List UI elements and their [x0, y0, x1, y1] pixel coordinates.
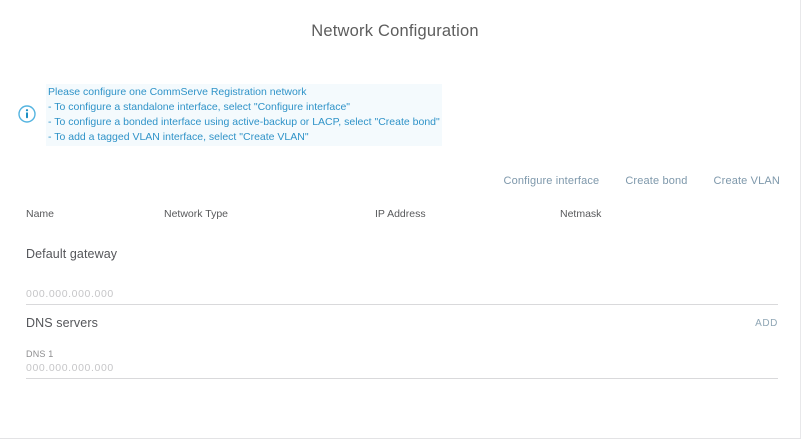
column-header-netmask: Netmask [560, 208, 602, 220]
create-vlan-link[interactable]: Create VLAN [713, 175, 780, 187]
dns-servers-heading: DNS servers [26, 316, 98, 330]
info-banner: Please configure one CommServe Registrat… [18, 84, 778, 146]
info-circle-icon [18, 105, 36, 123]
table-action-links: Configure interface Create bond Create V… [504, 175, 780, 187]
info-banner-text: Please configure one CommServe Registrat… [46, 84, 442, 146]
dns1-field-group: DNS 1 [26, 348, 778, 379]
page-title: Network Configuration [311, 22, 479, 40]
info-line-3: - To configure a bonded interface using … [48, 116, 440, 128]
default-gateway-field-group [26, 286, 778, 305]
dns1-label: DNS 1 [26, 349, 54, 359]
column-header-network-type: Network Type [164, 208, 228, 220]
info-line-1: Please configure one CommServe Registrat… [48, 86, 307, 98]
default-gateway-input[interactable] [26, 286, 778, 305]
create-bond-link[interactable]: Create bond [625, 175, 688, 187]
column-header-name: Name [26, 208, 55, 220]
info-line-2: - To configure a standalone interface, s… [48, 101, 351, 113]
add-dns-server-link[interactable]: ADD [755, 318, 778, 329]
column-header-ip-address: IP Address [375, 208, 426, 220]
dns1-input[interactable] [26, 360, 778, 379]
info-line-4: - To add a tagged VLAN interface, select… [48, 131, 309, 143]
default-gateway-heading: Default gateway [26, 247, 118, 261]
configure-interface-link[interactable]: Configure interface [503, 175, 600, 187]
interfaces-table-header: Name Network Type IP Address Netmask [26, 208, 778, 224]
interfaces-table-body [26, 226, 778, 227]
